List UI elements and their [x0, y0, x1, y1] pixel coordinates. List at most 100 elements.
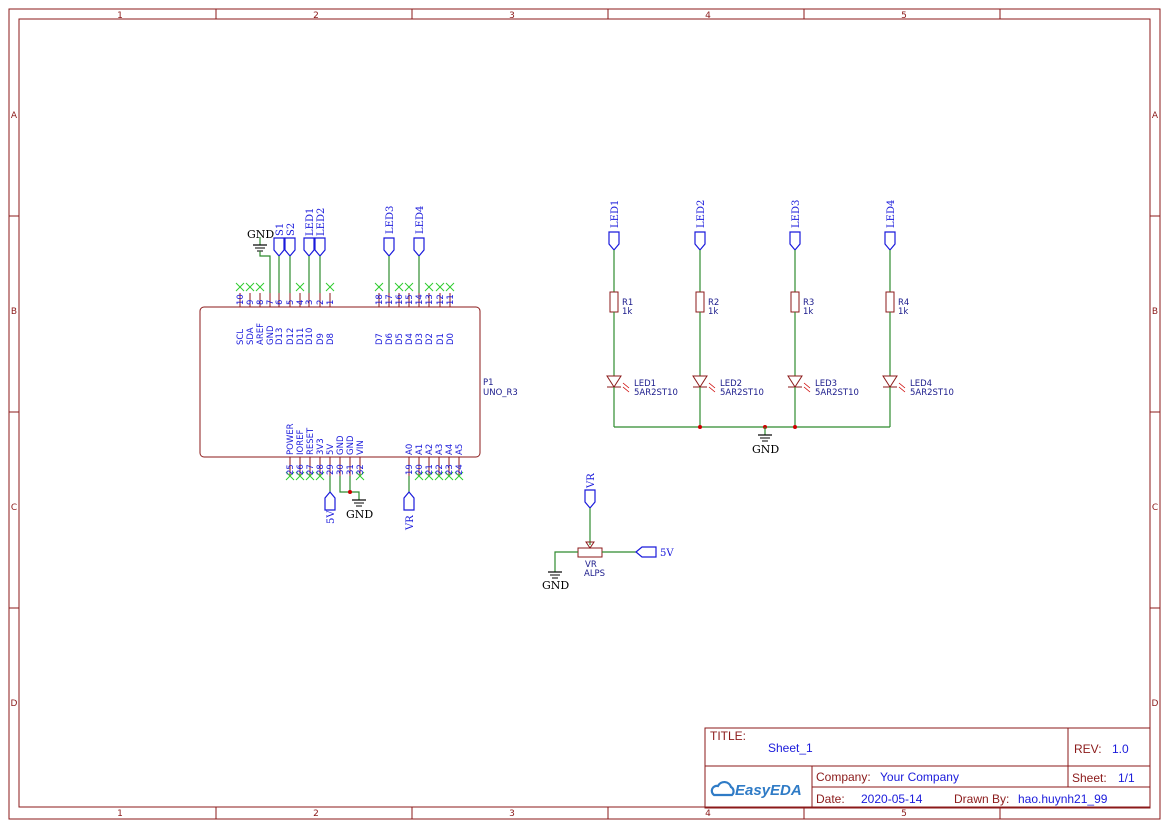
no-connect-marker — [355, 471, 365, 481]
pin-number: 31 — [346, 464, 356, 475]
pin-name: D4 — [405, 333, 415, 345]
led-diode[interactable] — [787, 375, 803, 388]
no-connect-marker — [394, 282, 404, 292]
grid-col-label: 4 — [705, 809, 711, 819]
junction-dot — [793, 425, 797, 429]
net-flag-label: LED3 — [791, 200, 802, 228]
emission-arrow — [708, 386, 716, 393]
grid-ticks — [9, 9, 1160, 819]
potentiometer[interactable]: VR 5V GND VR ALPS — [542, 473, 674, 592]
pin-name: GND — [266, 325, 276, 345]
no-connect-marker — [454, 471, 464, 481]
arduino-bottom-pins: 25POWER26IOREF27RESET283V3295V30GND31GND… — [285, 423, 465, 481]
pin-name: D5 — [395, 333, 405, 345]
company-value: Your Company — [880, 770, 959, 784]
resistor[interactable] — [885, 291, 895, 313]
pin-name: GND — [336, 435, 346, 455]
pin-name: VIN — [356, 440, 366, 455]
grid-column-labels-top: 1 2 3 4 5 — [117, 11, 907, 21]
no-connect-marker — [374, 282, 384, 292]
pin-name: GND — [346, 435, 356, 455]
gnd-label: GND — [247, 228, 274, 241]
led-diode[interactable] — [882, 375, 898, 388]
pin-name: A4 — [445, 444, 455, 455]
led-diode[interactable] — [692, 375, 708, 388]
grid-row-label: C — [1152, 503, 1158, 513]
led-ref: LED2 — [720, 379, 742, 389]
pot-net-vr-label: VR — [586, 473, 597, 489]
pin-number: 3 — [305, 300, 315, 305]
grid-col-label: 3 — [509, 11, 515, 21]
pin-number: 18 — [375, 294, 385, 305]
pin-number: 13 — [425, 294, 435, 305]
pin-name: D8 — [326, 333, 336, 345]
net-flag — [789, 231, 801, 251]
gnd-symbol-bottom: GND — [339, 476, 373, 521]
resistor-ref: R4 — [898, 298, 909, 308]
pin-name: POWER — [286, 423, 296, 455]
pin-name: D0 — [446, 333, 456, 345]
pin-number: 32 — [356, 464, 366, 475]
net-flag-led2-label: LED2 — [316, 208, 327, 236]
arduino-top-pins: 10SCL9SDA8AREF7GND6D135D124D113D102D91D8… — [235, 282, 456, 345]
pin-number: 28 — [316, 464, 326, 475]
date-value: 2020-05-14 — [861, 792, 923, 806]
pin-name: 3V3 — [316, 438, 326, 455]
resistor-value: 1k — [803, 307, 813, 317]
grid-row-label: B — [11, 307, 17, 317]
cloud-icon — [710, 780, 735, 797]
resistor-value: 1k — [708, 307, 718, 317]
pin-number: 19 — [405, 464, 415, 475]
easyeda-logo-text: EasyEDA — [735, 782, 802, 799]
grid-col-label: 2 — [313, 11, 319, 21]
led-channels: LED1R11kLED15AR2ST10LED2R21kLED25AR2ST10… — [606, 200, 954, 427]
sheet-border-outer — [8, 8, 1161, 820]
pin-name: A2 — [425, 444, 435, 455]
arduino-ref: P1 — [483, 378, 494, 388]
gnd-symbol-top: GND — [247, 228, 274, 252]
pin-number: 23 — [445, 464, 455, 475]
no-connect-marker — [325, 282, 335, 292]
pin-name: D11 — [296, 328, 306, 345]
grid-row-label: C — [11, 503, 17, 513]
net-flag-led1-top: LED1 — [303, 208, 316, 293]
no-connect-marker — [295, 282, 305, 292]
net-flag-s1-label: S1 — [275, 223, 286, 236]
led-value: 5AR2ST10 — [815, 388, 859, 398]
no-connect-marker — [414, 471, 424, 481]
resistor-ref: R1 — [622, 298, 633, 308]
pot-net-5v-label: 5V — [660, 548, 674, 559]
pin-number: 11 — [446, 294, 456, 305]
net-flag-led3-label: LED3 — [385, 206, 396, 234]
net-flag-label: LED4 — [886, 200, 897, 228]
net-flag-s2: S2 — [284, 223, 297, 293]
grid-row-label: A — [1152, 111, 1159, 121]
emission-arrow — [622, 386, 630, 393]
net-flag-led1-label: LED1 — [305, 208, 316, 236]
resistor[interactable] — [790, 291, 800, 313]
pin-name: SCL — [236, 329, 246, 345]
no-connect-marker — [424, 471, 434, 481]
pin-name: AREF — [256, 323, 266, 345]
pin-name: D6 — [385, 333, 395, 345]
resistor[interactable] — [695, 291, 705, 313]
resistor[interactable] — [609, 291, 619, 313]
net-flag-vr-label: VR — [405, 515, 416, 531]
pin-name: D7 — [375, 333, 385, 345]
led-value: 5AR2ST10 — [634, 388, 678, 398]
pin-name: D2 — [425, 333, 435, 345]
rev-value: 1.0 — [1112, 742, 1129, 756]
pin-name: A3 — [435, 444, 445, 455]
net-flag-5v-label: 5V — [326, 510, 337, 524]
emission-arrow — [803, 386, 811, 393]
pin-number: 15 — [405, 294, 415, 305]
led-diode[interactable] — [606, 375, 622, 388]
net-flag-led2-top: LED2 — [314, 208, 327, 293]
emission-arrow — [803, 382, 811, 389]
led-ref: LED3 — [815, 379, 837, 389]
no-connect-marker — [235, 282, 245, 292]
grid-col-label: 4 — [705, 11, 711, 21]
led-ref: LED4 — [910, 379, 932, 389]
